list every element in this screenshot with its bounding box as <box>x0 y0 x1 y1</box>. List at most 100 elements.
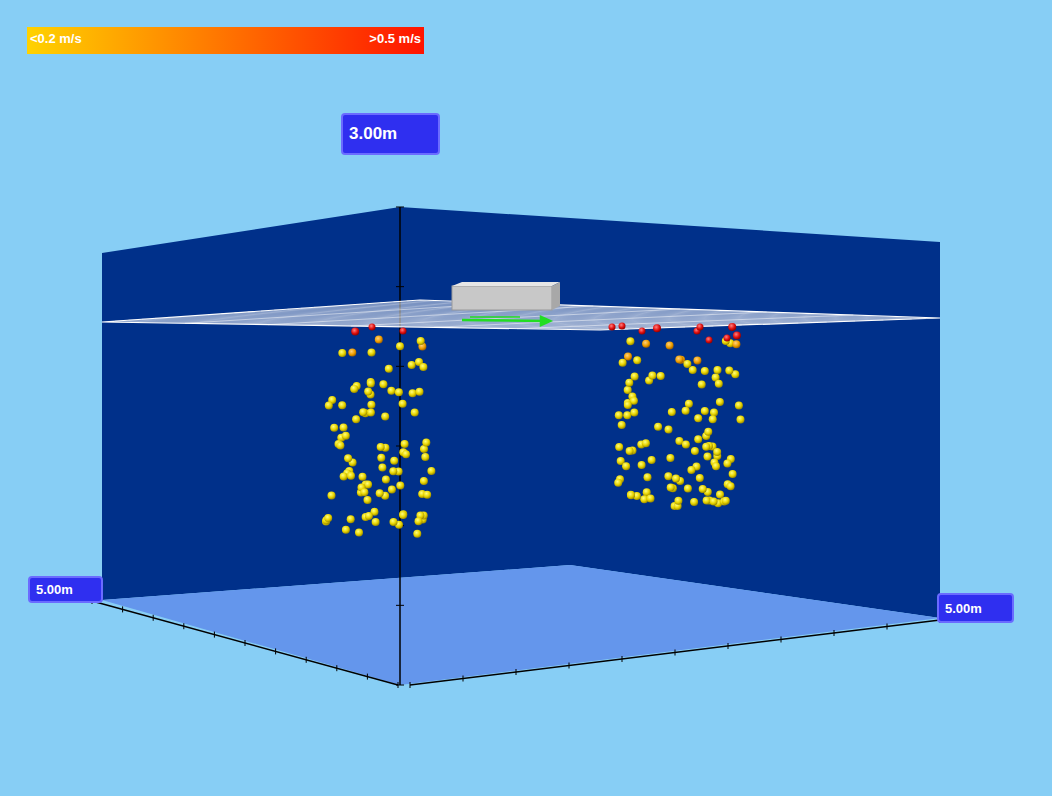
particle <box>691 447 699 455</box>
particle <box>387 387 395 395</box>
particle <box>413 530 421 538</box>
particle <box>423 491 431 499</box>
tick <box>516 669 517 675</box>
particle <box>367 409 375 417</box>
particle <box>644 473 652 481</box>
air-conditioner <box>452 282 560 310</box>
particle <box>699 485 707 493</box>
particle <box>648 456 656 464</box>
legend-text: <0.2 m/s <box>30 31 82 46</box>
room-floor <box>102 565 940 685</box>
particle <box>624 401 632 409</box>
tick <box>367 674 368 680</box>
particle <box>417 337 425 345</box>
particle <box>682 440 690 448</box>
particle <box>701 367 709 375</box>
particle <box>737 416 745 424</box>
particle <box>690 498 698 506</box>
particle <box>626 337 634 345</box>
particle <box>664 472 672 480</box>
particle <box>402 450 410 458</box>
particle <box>687 466 695 474</box>
particle <box>733 332 741 340</box>
particle <box>365 512 373 520</box>
particle <box>364 496 372 504</box>
particle <box>648 372 656 380</box>
particle <box>360 488 368 496</box>
particle <box>694 414 702 422</box>
dimension-label: 3.00m <box>341 113 440 155</box>
depth-axis <box>92 601 398 685</box>
particle <box>344 454 352 462</box>
particle <box>724 335 731 342</box>
particle <box>377 443 385 451</box>
tick <box>569 663 570 669</box>
particle <box>674 497 682 505</box>
width-axis <box>410 620 940 685</box>
particle <box>698 380 706 388</box>
particle <box>631 372 639 380</box>
particle <box>342 432 350 440</box>
particle <box>696 474 704 482</box>
particle <box>336 442 344 450</box>
particle <box>399 400 407 408</box>
particle <box>672 475 680 483</box>
particle <box>683 360 691 368</box>
particle <box>723 459 731 467</box>
particle <box>368 348 376 356</box>
tick <box>834 630 835 636</box>
particle <box>712 462 720 470</box>
particle <box>627 491 635 499</box>
particle <box>667 483 675 491</box>
tick <box>622 656 623 662</box>
tick <box>245 640 246 646</box>
tick <box>396 286 404 287</box>
particle <box>351 328 359 336</box>
particle <box>379 380 387 388</box>
particle <box>347 472 355 480</box>
particle <box>622 462 630 470</box>
particle <box>732 340 740 348</box>
particle <box>665 426 673 434</box>
particle <box>666 341 674 349</box>
particle <box>409 389 417 397</box>
particle <box>359 473 367 481</box>
particle <box>714 366 722 374</box>
particle <box>340 472 348 480</box>
particle <box>401 440 409 448</box>
particle <box>704 428 712 436</box>
particle <box>685 400 693 408</box>
particle <box>609 324 616 331</box>
legend-text: >0.5 m/s <box>369 31 421 46</box>
particle <box>421 453 429 461</box>
particle <box>411 409 419 417</box>
particle <box>377 454 385 462</box>
grid-line <box>517 315 853 329</box>
tick <box>396 366 404 367</box>
dimension-text: 3.00m <box>349 124 397 144</box>
particle <box>381 413 389 421</box>
particle <box>642 439 650 447</box>
particle <box>338 401 346 409</box>
particle <box>682 407 690 415</box>
particle <box>710 408 718 416</box>
particle <box>382 475 390 483</box>
particle <box>415 517 423 525</box>
particle <box>367 379 375 387</box>
particle <box>706 337 713 344</box>
tick <box>153 615 154 621</box>
particle <box>639 328 646 335</box>
particle <box>324 514 332 522</box>
particle <box>684 485 692 493</box>
particle <box>638 461 646 469</box>
particle <box>666 454 674 462</box>
particle <box>352 415 360 423</box>
particle <box>328 492 336 500</box>
particle <box>618 421 626 429</box>
room-walls <box>102 207 940 618</box>
particle <box>713 448 721 456</box>
tick <box>336 665 337 671</box>
particle <box>735 402 743 410</box>
particle <box>367 401 375 409</box>
